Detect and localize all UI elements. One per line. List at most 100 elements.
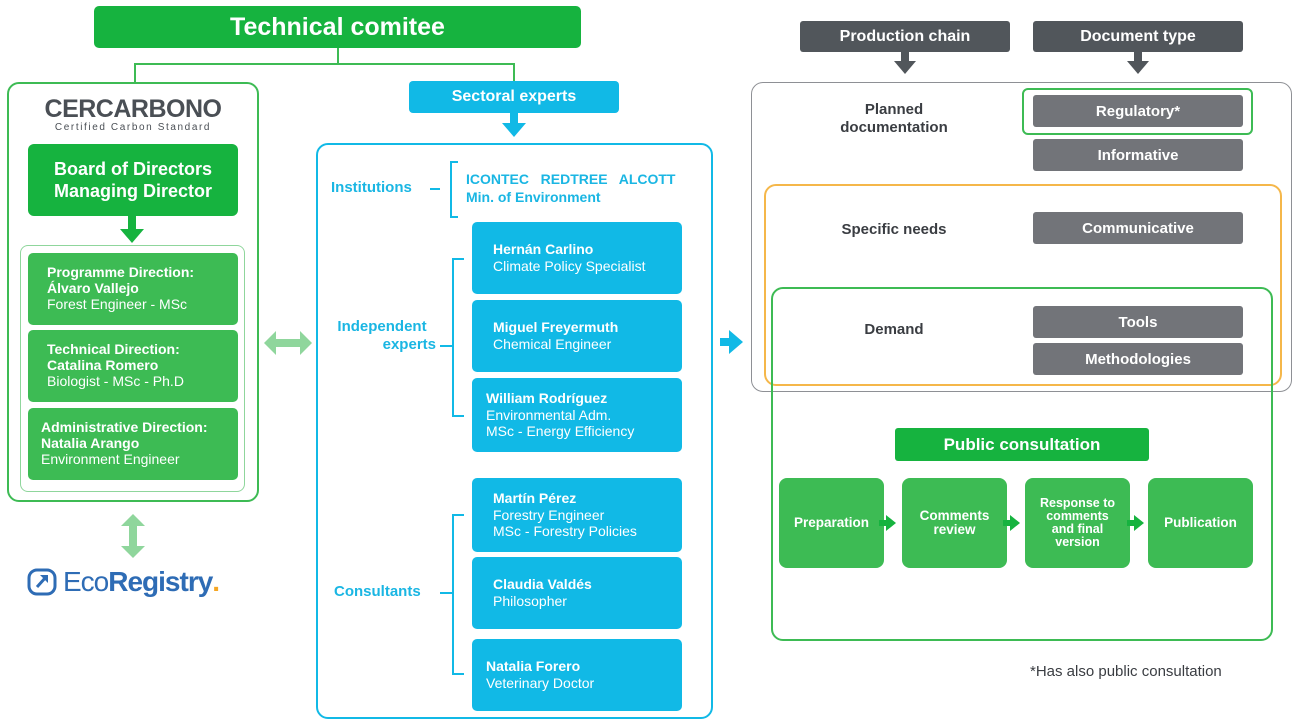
consultant-role: Forestry Engineer — [493, 506, 605, 523]
ecoregistry-arrow-icon — [27, 568, 57, 596]
ecoregistry-prefix: Eco — [63, 566, 109, 597]
right-arrow-icon — [879, 515, 896, 531]
step-comments-review: Comments review — [902, 478, 1007, 568]
expert-role: Climate Policy Specialist — [493, 258, 646, 274]
connector-line — [134, 63, 515, 65]
technical-direction-box: Technical Direction: Catalina Romero Bio… — [28, 330, 238, 402]
planned-documentation-label: Planned documentation — [822, 101, 966, 137]
expert-box-miguel: Miguel Freyermuth Chemical Engineer — [472, 300, 682, 372]
expert-box-hernan: Hernán Carlino Climate Policy Specialist — [472, 222, 682, 294]
institutions-line-1: ICONTEC REDTREE ALCOTT — [466, 171, 676, 187]
right-arrow-icon — [1127, 515, 1144, 531]
demand-panel — [771, 287, 1273, 641]
bracket-line — [450, 161, 458, 163]
consultant-role: Veterinary Doctor — [486, 675, 595, 691]
direction-role: Forest Engineer - MSc — [47, 296, 188, 313]
bracket-line — [440, 345, 452, 347]
consultant-name: Martín Pérez — [493, 489, 577, 506]
footnote: *Has also public consultation — [1030, 663, 1222, 680]
technical-committee-title: Technical comitee — [94, 6, 581, 48]
expert-name: Miguel Freyermuth — [493, 319, 619, 336]
down-arrow-icon — [120, 216, 144, 243]
cercarbono-panel — [7, 82, 259, 502]
bracket-line — [450, 216, 458, 218]
cercarbono-logo-subtitle: Certified Carbon Standard — [54, 122, 212, 133]
institutions-list: ICONTEC REDTREE ALCOTT Min. of Environme… — [466, 170, 675, 206]
expert-name: Hernán Carlino — [493, 241, 594, 258]
public-consultation-header: Public consultation — [895, 428, 1149, 461]
expert-role-2: MSc - Energy Efficiency — [486, 423, 635, 440]
connector-line — [337, 48, 339, 64]
step-preparation: Preparation — [779, 478, 884, 568]
independent-label-line-2: experts — [382, 336, 436, 353]
step-response-line-2: comments — [1046, 508, 1109, 523]
document-type-header: Document type — [1033, 21, 1243, 52]
bracket-line — [452, 415, 464, 417]
step-publication-label: Publication — [1164, 514, 1237, 530]
direction-name: Catalina Romero — [47, 357, 159, 374]
step-response-line-3: and final — [1051, 522, 1104, 536]
regulatory-box: Regulatory* — [1033, 95, 1243, 127]
institutions-label: Institutions — [331, 179, 412, 196]
board-of-directors-box: Board of Directors Managing Director — [28, 144, 238, 216]
vertical-double-arrow-icon — [121, 514, 145, 558]
board-line-2: Managing Director — [53, 181, 213, 201]
administrative-direction-box: Administrative Direction: Natalia Arango… — [28, 408, 238, 480]
direction-name: Natalia Arango — [41, 435, 140, 452]
consultant-box-claudia: Claudia Valdés Philosopher — [472, 557, 682, 629]
bracket-line — [440, 592, 452, 594]
ecoregistry-dot: . — [212, 566, 221, 597]
bracket-line — [452, 514, 454, 674]
production-chain-header: Production chain — [800, 21, 1010, 52]
demand-label: Demand — [864, 321, 924, 338]
directions-panel — [20, 245, 245, 492]
step-comments-line-1: Comments — [919, 507, 990, 523]
direction-name: Álvaro Vallejo — [47, 280, 139, 297]
cercarbono-logo-text: CERCARBONO — [44, 95, 222, 123]
direction-title: Technical Direction: — [47, 341, 180, 357]
consultant-name: Claudia Valdés — [493, 576, 592, 593]
horizontal-double-arrow-icon — [264, 331, 312, 355]
sectoral-experts-header: Sectoral experts — [409, 81, 619, 113]
cercarbono-logo: CERCARBONO Certified Carbon Standard — [20, 96, 246, 136]
down-arrow-icon — [1127, 52, 1149, 74]
bracket-line — [450, 161, 452, 217]
step-preparation-label: Preparation — [793, 514, 870, 530]
tools-box: Tools — [1033, 306, 1243, 338]
institutions-line-2: Min. of Environment — [466, 189, 601, 205]
consultant-name: Natalia Forero — [486, 658, 581, 675]
board-line-1: Board of Directors — [53, 159, 213, 179]
right-arrow-icon — [720, 330, 743, 354]
planned-label-line-1: Planned — [864, 101, 924, 118]
consultant-role-2: MSc - Forestry Policies — [493, 523, 637, 540]
expert-role: Environmental Adm. — [486, 406, 612, 423]
step-response: Response to comments and final version — [1025, 478, 1130, 568]
consultant-box-natalia: Natalia Forero Veterinary Doctor — [472, 639, 682, 711]
consultant-box-martin: Martín Pérez Forestry Engineer MSc - For… — [472, 478, 682, 552]
specific-needs-label: Specific needs — [841, 221, 947, 238]
expert-box-william: William Rodríguez Environmental Adm. MSc… — [472, 378, 682, 452]
step-response-line-4: version — [1055, 535, 1100, 550]
sectoral-experts-panel — [316, 143, 713, 719]
informative-box: Informative — [1033, 139, 1243, 171]
bracket-line — [430, 188, 440, 190]
planned-label-line-2: documentation — [840, 119, 948, 136]
consultants-label: Consultants — [334, 583, 421, 600]
expert-role: Chemical Engineer — [493, 336, 612, 352]
ecoregistry-suffix: Registry — [108, 566, 213, 597]
right-arrow-icon — [1003, 515, 1020, 531]
step-publication: Publication — [1148, 478, 1253, 568]
specific-needs-panel — [764, 184, 1282, 386]
bracket-line — [452, 514, 464, 516]
direction-role: Environment Engineer — [41, 451, 180, 468]
bracket-line — [452, 258, 454, 416]
direction-title: Programme Direction: — [47, 264, 195, 280]
bracket-line — [452, 258, 464, 260]
consultant-role: Philosopher — [493, 593, 567, 609]
direction-title: Administrative Direction: — [41, 419, 208, 435]
step-comments-line-2: review — [933, 522, 976, 537]
programme-direction-box: Programme Direction: Álvaro Vallejo Fore… — [28, 253, 238, 325]
step-response-line-1: Response to — [1039, 495, 1115, 510]
connector-line — [134, 63, 136, 83]
